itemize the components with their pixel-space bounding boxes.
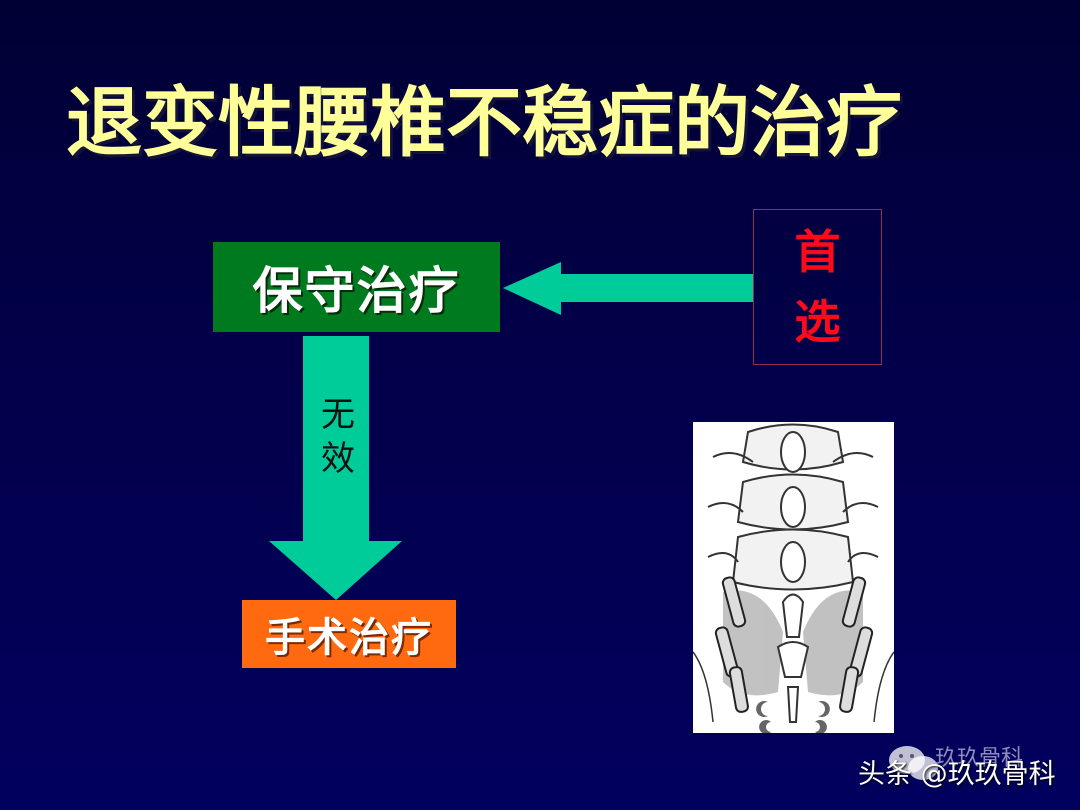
surgical-treatment-box: 手术治疗 <box>242 600 456 668</box>
surgical-treatment-label: 手术治疗 <box>265 615 433 661</box>
ineffective-char-2: 效 <box>321 439 355 479</box>
spine-illustration <box>692 422 895 734</box>
slide-title: 退变性腰椎不稳症的治疗 <box>66 78 902 167</box>
wechat-icon <box>889 746 938 780</box>
spine-drawing-icon <box>692 423 895 734</box>
ineffective-label: 无 效 <box>318 393 358 481</box>
watermark-account-faded: 玖玖骨科 <box>935 746 1024 771</box>
ineffective-char-1: 无 <box>321 395 355 435</box>
first-choice-box: 首 选 <box>753 209 882 365</box>
arrow-left-icon <box>503 262 753 315</box>
conservative-treatment-label: 保守治疗 <box>252 262 461 320</box>
first-choice-char-2: 选 <box>794 295 841 349</box>
first-choice-char-1: 首 <box>794 225 841 279</box>
arrow-down-icon <box>269 336 402 600</box>
watermark-text: 头条 @玖玖骨科 <box>858 759 1056 790</box>
conservative-treatment-box: 保守治疗 <box>213 242 500 332</box>
